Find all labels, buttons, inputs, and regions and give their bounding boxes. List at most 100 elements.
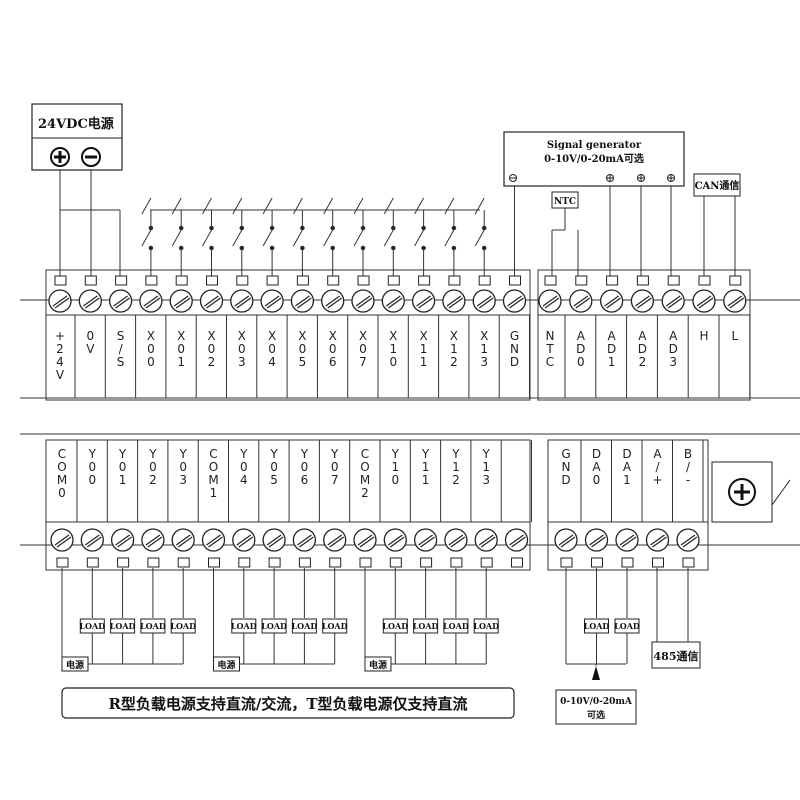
load-label: LOAD: [322, 621, 348, 631]
terminal-pad: [389, 557, 402, 568]
supply-label: 电源: [369, 659, 387, 671]
terminal-pad: [329, 557, 342, 568]
terminal-screw: [232, 528, 256, 552]
terminal-screw: [411, 289, 436, 313]
load-box: LOAD: [443, 618, 469, 634]
ntc-box: NTC: [551, 191, 579, 209]
terminal-screw: [171, 528, 195, 552]
terminal-label: L: [731, 329, 738, 343]
terminal-strip-bottom-left: [45, 439, 531, 571]
terminal-screw: [110, 528, 135, 552]
can-label: CAN通信: [695, 179, 740, 192]
supply-label: 电源: [217, 659, 235, 671]
terminal-pad: [177, 557, 190, 568]
note-text: R型负载电源支持直流/交流，T型负载电源仅支持直流: [108, 695, 467, 713]
note-box: R型负载电源支持直流/交流，T型负载电源仅支持直流: [61, 687, 515, 719]
terminal-label: S/S: [117, 329, 125, 369]
load-label: LOAD: [443, 621, 469, 631]
load-label: LOAD: [261, 621, 287, 631]
terminal-pad: [115, 275, 128, 286]
terminal-pad: [478, 275, 491, 286]
plus-icon: [50, 147, 70, 167]
signal-generator-title: Signal generator: [547, 140, 642, 151]
terminal-pad: [84, 275, 97, 286]
terminal-screw: [599, 289, 624, 313]
terminal-pad: [698, 275, 711, 286]
load-box: LOAD: [79, 618, 105, 634]
load-label: LOAD: [292, 621, 318, 631]
terminal-screw: [351, 289, 375, 313]
terminal-screw: [692, 289, 716, 313]
load-box: LOAD: [584, 618, 610, 634]
terminal-screw: [292, 528, 317, 552]
terminal-pad: [238, 557, 251, 568]
terminal-screw: [472, 289, 496, 313]
terminal-pad: [147, 557, 160, 568]
load-label: LOAD: [110, 621, 136, 631]
load-box: LOAD: [292, 618, 318, 634]
terminal-pad: [145, 275, 158, 286]
load-label: LOAD: [231, 621, 257, 631]
load-box: LOAD: [110, 618, 136, 634]
terminal-pad: [682, 557, 695, 568]
terminal-pad: [448, 275, 461, 286]
supply-box: 电源: [213, 656, 240, 672]
terminal-screw: [169, 289, 193, 313]
load-box: LOAD: [140, 618, 166, 634]
plus-icon: [667, 174, 675, 182]
terminal-pad: [667, 275, 680, 286]
power-supply-box: 24VDC电源: [31, 103, 123, 171]
terminal-pad: [480, 557, 493, 568]
terminal-screw: [260, 289, 284, 313]
terminal-screw: [48, 289, 72, 313]
supply-box: 电源: [364, 656, 392, 672]
load-box: LOAD: [413, 618, 439, 634]
terminal-screw: [290, 289, 315, 313]
minus-icon: [81, 147, 101, 167]
terminal-pad: [621, 557, 634, 568]
load-box: LOAD: [322, 618, 348, 634]
signal-generator-subtitle: 0-10V/0-20mA可选: [544, 152, 644, 165]
signal-generator-box: Signal generator 0-10V/0-20mA可选: [503, 131, 685, 187]
terminal-screw: [50, 528, 74, 552]
load-label: LOAD: [584, 621, 610, 631]
terminal-pad: [544, 275, 557, 286]
load-label: LOAD: [140, 621, 166, 631]
terminal-pad: [298, 557, 311, 568]
terminal-screw: [413, 528, 438, 552]
terminal-screw: [584, 528, 609, 552]
terminal-pad: [636, 275, 649, 286]
terminal-screw: [615, 528, 639, 552]
load-label: LOAD: [614, 621, 640, 631]
load-box: LOAD: [170, 618, 196, 634]
terminal-screw: [321, 289, 345, 313]
terminal-pad: [54, 275, 67, 286]
terminal-screw: [201, 528, 226, 552]
terminal-screw: [139, 289, 163, 313]
terminal-screw: [353, 528, 377, 552]
terminal-screw: [381, 289, 405, 313]
rs485-label: 485通信: [654, 649, 699, 663]
terminal-screw: [645, 528, 670, 552]
